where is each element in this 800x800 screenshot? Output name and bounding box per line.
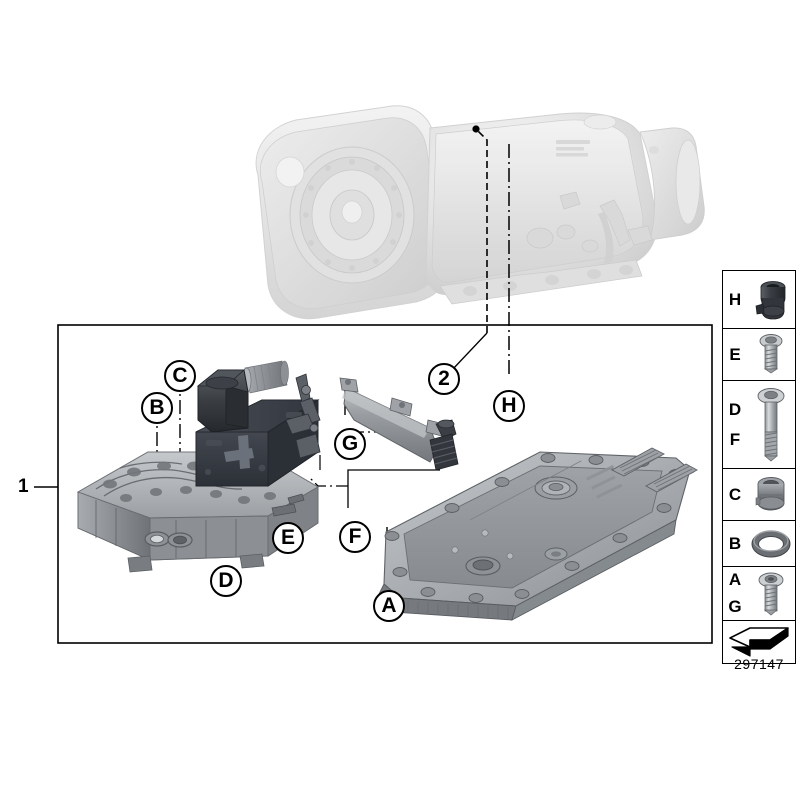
- group-number-label: 1: [18, 476, 29, 497]
- legend-row-view-arrow: [723, 621, 795, 663]
- o-ring-seal-icon: [747, 521, 795, 566]
- legend-row-E[interactable]: E: [723, 329, 795, 381]
- metal-sleeve-bushing-icon: [747, 469, 795, 520]
- diagram-id-number: 297147: [734, 656, 784, 672]
- callout-label-E: E: [280, 526, 295, 549]
- assembly-group-box: [57, 324, 713, 644]
- oil-supply-tube: [339, 377, 459, 471]
- legend-row-B[interactable]: B: [723, 521, 795, 567]
- callout-label-A: A: [381, 594, 397, 617]
- callout-bubble-C[interactable]: C: [164, 360, 196, 392]
- view-direction-arrow-icon: [723, 621, 795, 663]
- callout-label-C: C: [172, 364, 188, 387]
- callout-bubble-F[interactable]: F: [339, 521, 371, 553]
- callout-bubble-B[interactable]: B: [141, 392, 173, 424]
- legend-row-AG[interactable]: A G: [723, 567, 795, 621]
- legend-letters-AG: A G: [728, 570, 742, 616]
- mechatronic-valve-body: [76, 360, 321, 573]
- transmission-oil-pan: [377, 447, 698, 621]
- legend-letters-E: E: [729, 344, 741, 364]
- parts-legend-panel: H: [722, 270, 796, 664]
- legend-letters-B: B: [728, 533, 742, 553]
- callout-label-B: B: [149, 396, 165, 419]
- callout-bubble-A[interactable]: A: [373, 590, 405, 622]
- plastic-connector-grommet-icon: [747, 271, 795, 328]
- transmission-housing-ghost: [255, 105, 705, 320]
- callout-label-H: H: [501, 394, 517, 417]
- legend-row-C[interactable]: C: [723, 469, 795, 521]
- callout-bubble-G[interactable]: G: [334, 428, 366, 460]
- callout-label-2: 2: [438, 367, 450, 390]
- legend-letters-H: H: [728, 289, 742, 309]
- callout-label-D: D: [218, 569, 234, 592]
- bellows-connector: [429, 419, 459, 471]
- connector-sleeve: [241, 360, 289, 394]
- long-flange-bolt-icon: [747, 381, 795, 468]
- callout-label-G: G: [341, 432, 359, 455]
- legend-row-DF[interactable]: D F: [723, 381, 795, 469]
- callout-label-F: F: [348, 525, 362, 548]
- short-hex-flange-bolt-icon: [747, 329, 795, 380]
- callout-bubble-H[interactable]: H: [493, 390, 525, 422]
- callout-bubble-2[interactable]: 2: [428, 363, 460, 395]
- torx-flange-bolt-icon: [747, 567, 795, 620]
- callout-bubble-D[interactable]: D: [210, 565, 242, 597]
- legend-letters-DF: D F: [728, 399, 742, 449]
- legend-letters-C: C: [728, 484, 742, 504]
- callout-bubble-E[interactable]: E: [272, 522, 304, 554]
- legend-row-H[interactable]: H: [723, 271, 795, 329]
